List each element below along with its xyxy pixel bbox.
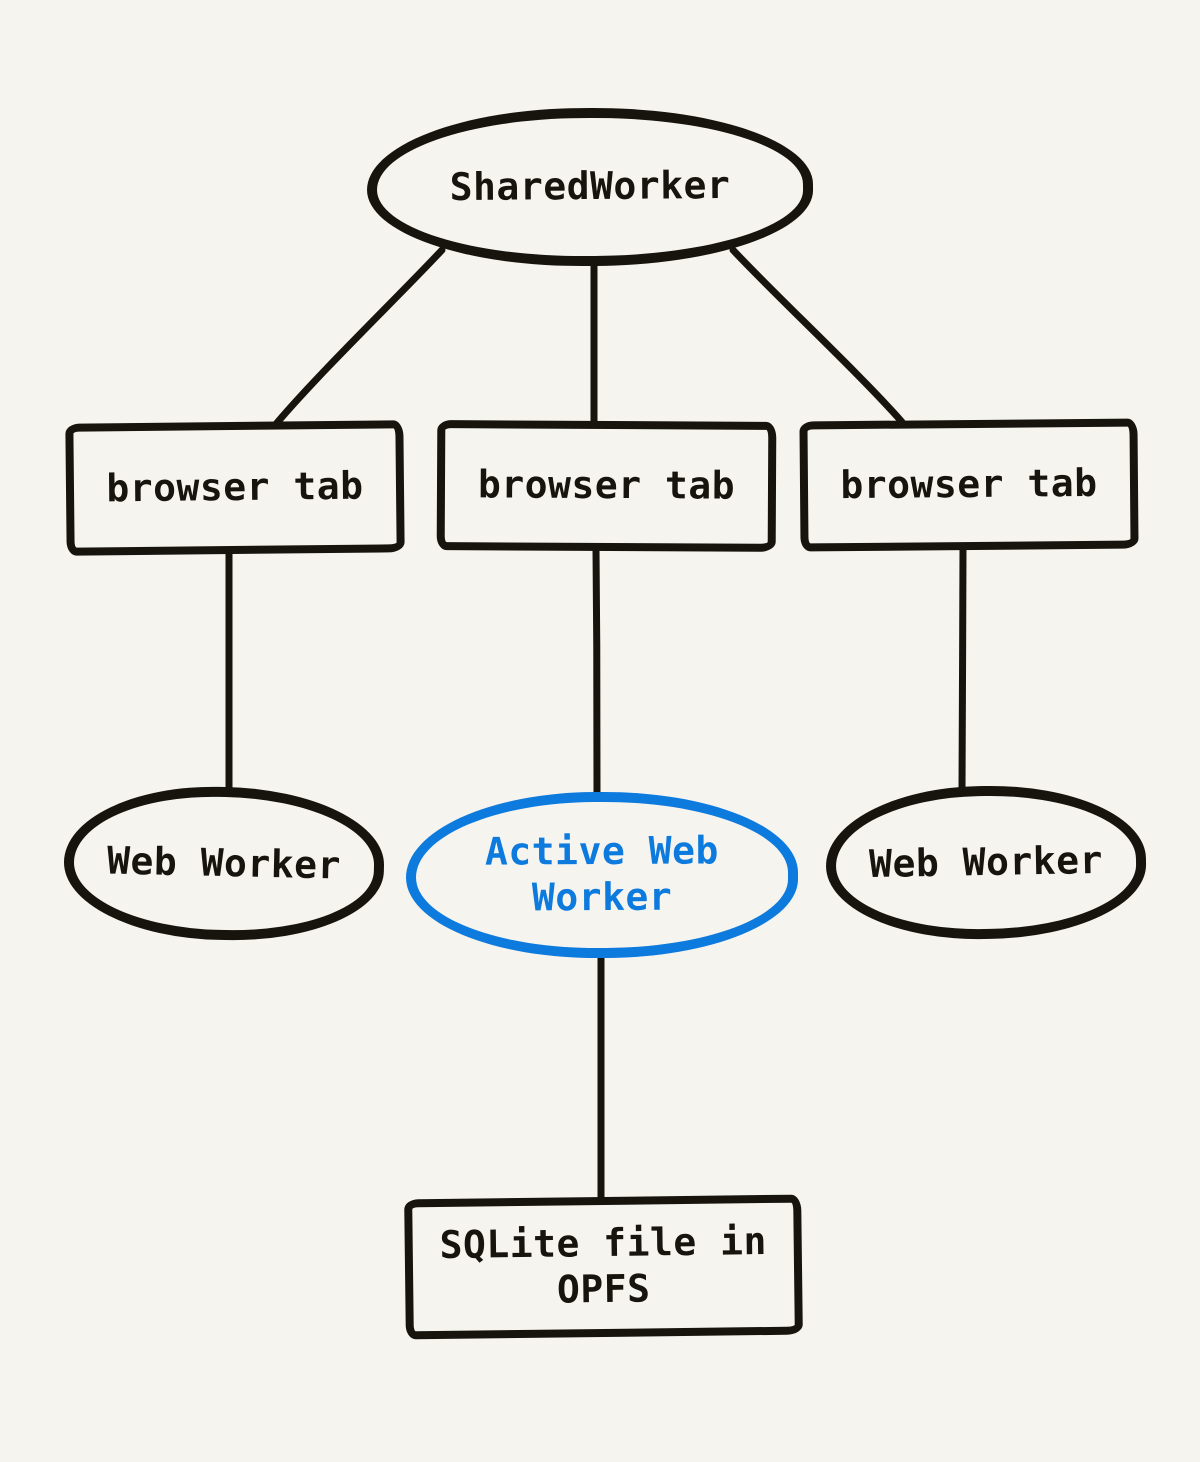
web-worker-right-label: Web Worker [868, 837, 1104, 886]
edge-tab-right-worker-right [958, 544, 967, 794]
node-sqlite-file-opfs: SQLite file in OPFS [404, 1194, 803, 1340]
node-browser-tab-left: browser tab [65, 420, 405, 556]
browser-tab-left-label: browser tab [106, 463, 364, 511]
sqlite-file-opfs-label: SQLite file in OPFS [439, 1219, 768, 1312]
active-web-worker-label: Active Web Worker [484, 828, 719, 920]
node-shared-worker: SharedWorker [366, 106, 814, 268]
edge-tab-middle-active-worker [592, 546, 601, 800]
browser-tab-middle-label: browser tab [477, 462, 736, 508]
node-browser-tab-middle: browser tab [436, 420, 777, 552]
web-worker-left-label: Web Worker [106, 838, 342, 888]
node-active-web-worker: Active Web Worker [405, 790, 799, 960]
edge-sharedworker-tab-left [272, 246, 446, 428]
shared-worker-label: SharedWorker [449, 163, 731, 210]
edge-sharedworker-tab-right [729, 246, 906, 426]
node-browser-tab-right: browser tab [799, 418, 1139, 552]
browser-tab-right-label: browser tab [840, 461, 1098, 508]
